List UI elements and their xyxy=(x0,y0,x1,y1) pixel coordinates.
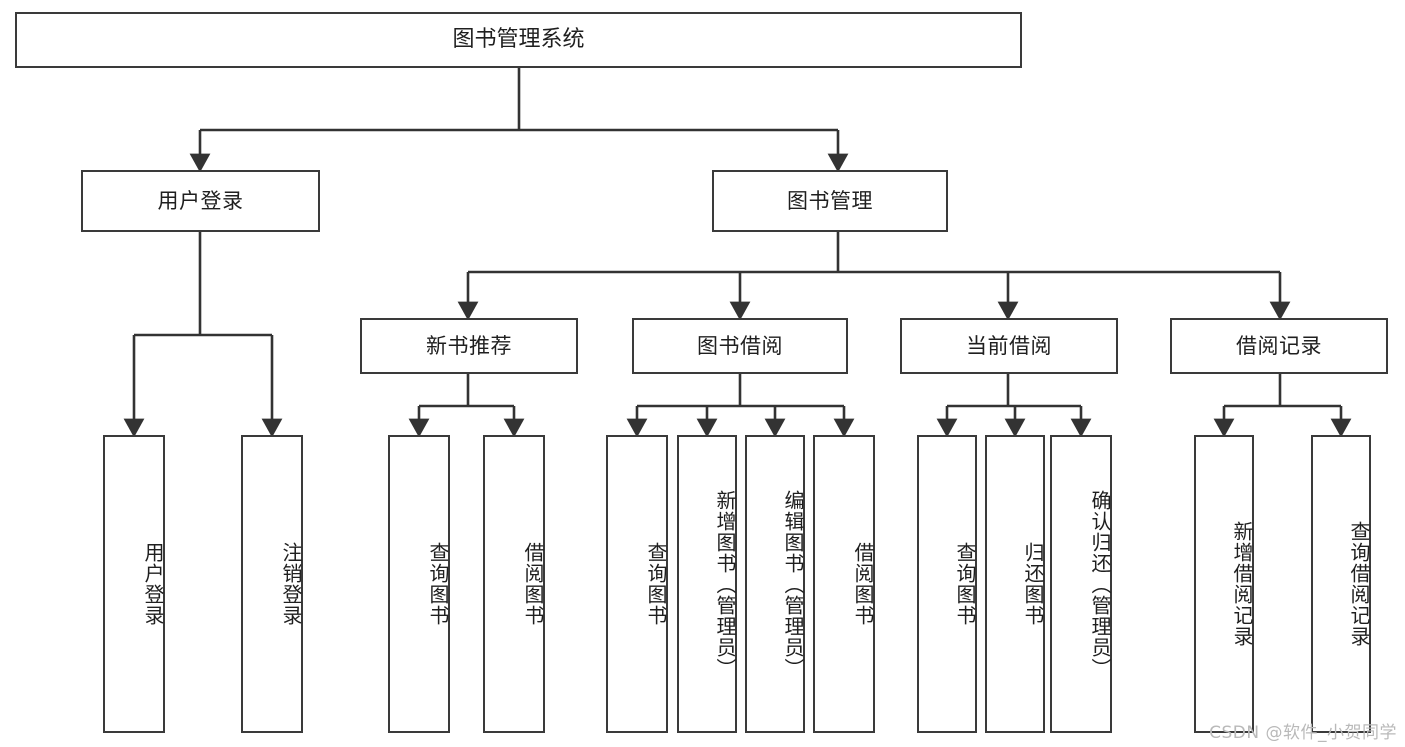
node-current-borrow[interactable]: 当前借阅 xyxy=(900,318,1118,374)
leaf-borrow-book-recommend[interactable]: 借阅图书 xyxy=(483,435,545,733)
node-label: 用户登录 xyxy=(157,188,244,213)
leaf-return-book[interactable]: 归还图书 xyxy=(985,435,1045,733)
node-label: 借阅记录 xyxy=(1236,333,1322,358)
node-label: 新书推荐 xyxy=(426,333,512,358)
node-label: 归还图书 xyxy=(1021,542,1045,626)
node-book-management[interactable]: 图书管理 xyxy=(712,170,948,232)
leaf-query-book-borrow[interactable]: 查询图书 xyxy=(606,435,668,733)
leaf-query-borrow-record[interactable]: 查询借阅记录 xyxy=(1311,435,1371,733)
node-label: 图书管理 xyxy=(787,188,873,213)
node-book-management-system[interactable]: 图书管理系统 xyxy=(15,12,1022,68)
node-borrow-record[interactable]: 借阅记录 xyxy=(1170,318,1388,374)
node-label: 用户登录 xyxy=(141,542,165,626)
node-new-book-recommend[interactable]: 新书推荐 xyxy=(360,318,578,374)
node-label: 编辑图书（管理员） xyxy=(781,489,805,679)
node-book-borrow[interactable]: 图书借阅 xyxy=(632,318,848,374)
node-label: 查询图书 xyxy=(644,542,668,626)
leaf-edit-book-admin[interactable]: 编辑图书（管理员） xyxy=(745,435,805,733)
leaf-confirm-return-admin[interactable]: 确认归还（管理员） xyxy=(1050,435,1112,733)
leaf-borrow-book[interactable]: 借阅图书 xyxy=(813,435,875,733)
leaf-user-login[interactable]: 用户登录 xyxy=(103,435,165,733)
node-label: 图书管理系统 xyxy=(452,27,585,53)
leaf-query-book-current[interactable]: 查询图书 xyxy=(917,435,977,733)
node-label: 查询图书 xyxy=(426,542,450,626)
node-label: 新增图书（管理员） xyxy=(713,489,737,679)
node-label: 查询借阅记录 xyxy=(1347,521,1371,647)
node-label: 新增借阅记录 xyxy=(1230,521,1254,647)
node-label: 当前借阅 xyxy=(966,333,1052,358)
leaf-query-book-recommend[interactable]: 查询图书 xyxy=(388,435,450,733)
csdn-watermark: CSDN @软件_小贺同学 xyxy=(1209,723,1397,743)
leaf-logout[interactable]: 注销登录 xyxy=(241,435,303,733)
node-label: 借阅图书 xyxy=(851,542,875,626)
node-label: 查询图书 xyxy=(953,542,977,626)
node-label: 确认归还（管理员） xyxy=(1088,489,1112,679)
node-label: 借阅图书 xyxy=(521,542,545,626)
node-label: 图书借阅 xyxy=(697,333,783,358)
node-label: 注销登录 xyxy=(279,542,303,626)
leaf-add-book-admin[interactable]: 新增图书（管理员） xyxy=(677,435,737,733)
node-user-login[interactable]: 用户登录 xyxy=(81,170,320,232)
leaf-add-borrow-record[interactable]: 新增借阅记录 xyxy=(1194,435,1254,733)
